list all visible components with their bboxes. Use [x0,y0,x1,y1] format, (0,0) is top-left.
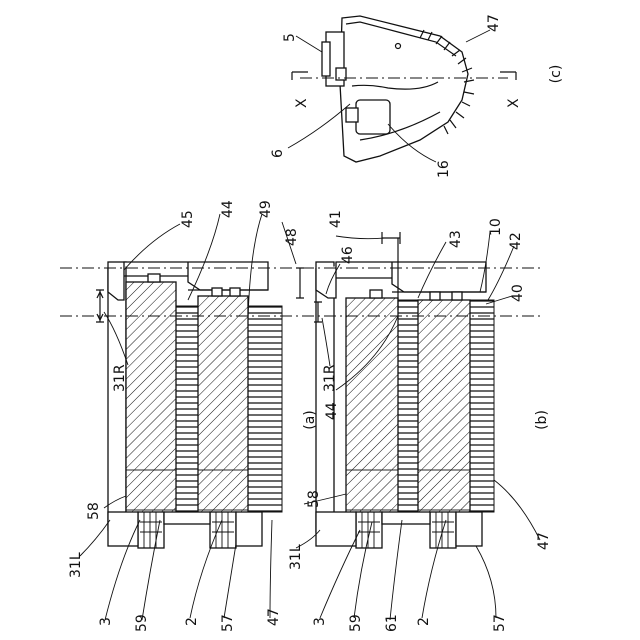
ref-58-a: 58 [86,502,102,520]
ref-3-b: 3 [312,617,328,626]
lamp-module-upper-b [346,298,398,518]
ref-59-b: 59 [348,614,364,632]
ref-5: 5 [282,33,298,42]
ref-57-a: 57 [220,614,236,632]
section-label-left: X [294,98,310,108]
lamp-module-lower-a [198,296,248,514]
ref-31R-a: 31R [112,364,128,392]
ref-2-b: 2 [416,617,432,626]
ref-43: 43 [448,230,464,248]
ref-10: 10 [488,218,504,236]
ref-47-a: 47 [266,608,282,626]
ref-59-a: 59 [134,614,150,632]
ref-49: 49 [258,200,274,218]
ref-58-b: 58 [306,490,322,508]
ref-31L-a: 31L [68,552,84,578]
panel-label-c: (c) [548,65,564,84]
panel-label-b: (b) [534,410,550,430]
ref-31R-b: 31R [322,364,338,392]
ref-47-c: 47 [486,14,502,32]
ref-31L-b: 31L [288,544,304,570]
lamp-module-upper-a [126,282,176,516]
ref-40: 40 [510,284,526,302]
panel-a [96,262,282,548]
ref-57-b: 57 [492,614,508,632]
ref-45: 45 [180,210,196,228]
ref-2-a: 2 [184,617,200,626]
panel-label-a: (a) [302,410,318,430]
base-plate-a [108,262,126,530]
ref-47-b: 47 [536,532,552,550]
ref-46: 46 [340,246,356,264]
ref-44-a: 44 [220,200,236,218]
lamp-module-lower-b [418,300,470,514]
section-label-right: X [506,98,522,108]
ref-16: 16 [436,160,452,178]
ref-41: 41 [328,210,344,228]
ref-42: 42 [508,232,524,250]
ref-6: 6 [270,149,286,158]
ref-44-b: 44 [324,402,340,420]
ref-61: 61 [384,614,400,632]
ref-3-a: 3 [98,617,114,626]
ref-48: 48 [284,228,300,246]
